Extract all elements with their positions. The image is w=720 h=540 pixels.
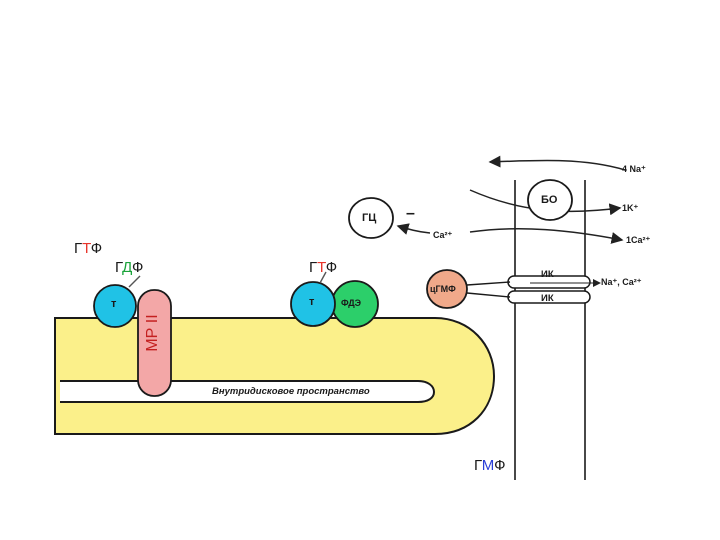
ca1-label: 1Ca²⁺ — [626, 235, 651, 245]
gtp-left-label: ГТФ — [74, 240, 103, 257]
disc-body — [54, 317, 496, 435]
rhodopsin-mr2 — [137, 289, 172, 397]
cgmp-molecule — [426, 269, 468, 309]
cgmp-channel-link-2 — [466, 292, 511, 298]
gdp-link — [128, 275, 141, 288]
ca-gc-label: Ca²⁺ — [433, 230, 453, 240]
na4-label: 4 Na⁺ — [622, 164, 646, 174]
transducin-left — [93, 284, 137, 328]
ik-top-label: ИК — [541, 269, 554, 280]
cgmp-channel-link-1 — [466, 281, 511, 286]
gmp-label: ГМФ — [474, 457, 506, 474]
gtp-link — [319, 271, 327, 284]
na-flow-arrow — [488, 155, 626, 171]
transducin-mid-label: т — [309, 296, 315, 308]
k1-label: 1K⁺ — [622, 203, 639, 213]
transducin-mid — [290, 281, 336, 327]
minus-sign: – — [406, 205, 415, 222]
bo-label: БО — [541, 194, 558, 206]
ca-gc-arrow — [396, 223, 431, 235]
transducin-left-label: т — [111, 298, 117, 310]
gdp-label: ГДФ — [115, 259, 144, 276]
ca-flow-arrow — [469, 227, 624, 244]
gc-label: ГЦ — [362, 212, 377, 224]
cgmp-label: цГМФ — [430, 284, 456, 294]
mr2-label: МР II — [144, 314, 161, 352]
na-ca-label: Na⁺, Ca²⁺ — [601, 277, 642, 287]
pde-label: ФДЭ — [341, 298, 362, 308]
gtp-mid-label: ГТФ — [309, 259, 338, 276]
bo-exchanger — [527, 179, 573, 221]
ik-bottom-label: ИК — [541, 293, 554, 304]
gc-enzyme — [348, 197, 394, 239]
intradisc-label: Внутридисковое пространство — [212, 386, 370, 397]
